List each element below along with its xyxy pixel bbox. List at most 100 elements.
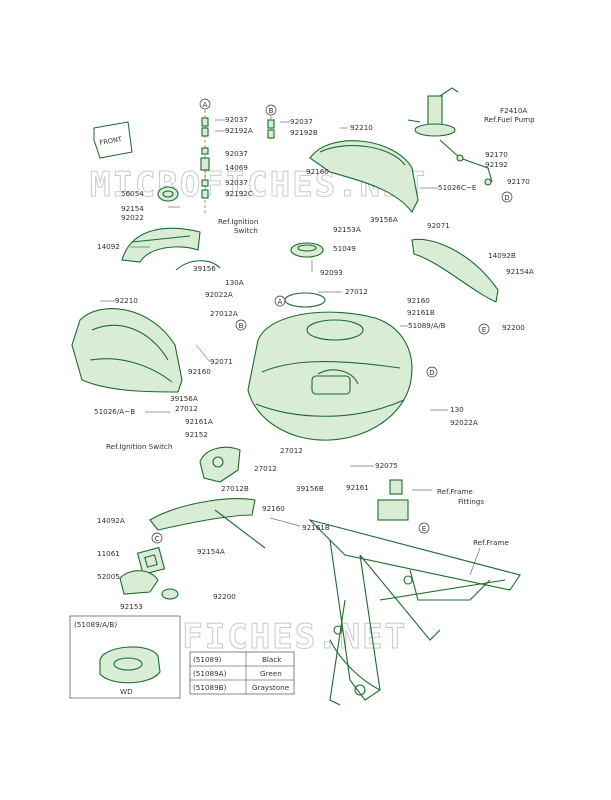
frame [308,518,521,706]
cover-14092b [411,238,499,303]
part-labels: 92037 92192A 92037 14069 92037 92192C 92… [94,115,535,611]
label-27012: 27012 [254,464,277,473]
color-code: (51089B) [193,683,227,692]
svg-text:E: E [482,326,486,334]
callout-e-frame: E [418,522,430,534]
label-14092: 14092 [97,242,120,251]
label-92192c: 92192C [225,189,253,198]
label-92170: 92170 [507,177,530,186]
callout-e-right: E [478,323,490,335]
cover-14092 [121,227,201,263]
label-92200: 92200 [213,592,236,601]
fuel-pump-icon [407,87,493,186]
hose-assembly-b [267,116,275,140]
label-14092b: 14092B [488,251,516,260]
callout-a-tank: A [274,295,286,307]
label-130: 130 [450,405,464,414]
label-92037: 92037 [225,115,248,124]
label-39156a: 39156A [170,394,198,403]
label-11061: 11061 [97,549,120,558]
inset-caption: WD [120,687,133,696]
svg-text:D: D [504,194,509,202]
label-92161a: 92161A [185,417,213,426]
label-92153a: 92153A [333,225,361,234]
callout-a-top: A [199,98,211,110]
label-92037: 92037 [290,117,313,126]
svg-text:B: B [239,322,244,330]
upper-cover-right [309,140,419,214]
grommet-56054 [157,186,179,202]
label-92170: 92170 [485,150,508,159]
label-92200: 92200 [502,323,525,332]
label-92160: 92160 [262,504,285,513]
label-92161b: 92161B [302,523,330,532]
color-name: Black [262,655,282,664]
label-fittings: Fittings [458,497,484,506]
label-92022a: 92022A [450,418,478,427]
label-39156: 39156 [193,264,216,273]
label-27012: 27012 [345,287,368,296]
label-51026c-e: 51026C~E [438,183,477,192]
label-27012: 27012 [280,446,303,455]
label-92075: 92075 [375,461,398,470]
bracket-92161 [377,479,409,521]
front-label: FRONT [99,135,124,147]
label-27012: 27012 [175,404,198,413]
label-ref-fuel-pump: Ref.Fuel Pump [484,115,535,124]
label-27012b: 27012B [221,484,249,493]
label-27012a: 27012A [210,309,238,318]
callout-b-tank: B [235,319,247,331]
label-switch: Switch [234,226,258,235]
label-51089ab: 51089/A/B [408,321,446,330]
label-51026a-b: 51026/A~B [94,407,135,416]
label-92071: 92071 [427,221,450,230]
label-92071: 92071 [210,357,233,366]
label-130a: 130A [225,278,244,287]
label-56054: 56054 [121,189,144,198]
filler-cap [290,242,324,258]
label-14092a: 14092A [97,516,125,525]
label-52005: 52005 [97,572,120,581]
label-92192a: 92192A [225,126,253,135]
seal-39156 [175,260,221,271]
label-14069: 14069 [225,163,248,172]
label-ref-ignition-switch: Ref.Ignition Switch [106,442,172,451]
color-name: Green [260,669,282,678]
label-92154a: 92154A [197,547,225,556]
callout-c-left: C [151,532,163,544]
cover-52005 [119,570,179,600]
label-39156a: 39156A [370,215,398,224]
svg-text:B: B [269,107,274,115]
label-92153: 92153 [120,602,143,611]
svg-text:E: E [422,525,426,533]
svg-text:A: A [203,101,208,109]
label-92152: 92152 [185,430,208,439]
gasket-11061 [136,546,166,576]
label-ref-frame: Ref.Frame [473,538,509,547]
label-92160: 92160 [188,367,211,376]
figure-code: F2410A [500,106,527,115]
label-92037: 92037 [225,149,248,158]
label-92093: 92093 [320,268,343,277]
callout-b-top: B [265,104,277,116]
label-92192b: 92192B [290,128,318,137]
label-39156b: 39156B [296,484,324,493]
ignition-switch [199,446,241,483]
label-92037: 92037 [225,178,248,187]
label-ref-frame-fittings: Ref.Frame [437,487,473,496]
label-92210: 92210 [115,296,138,305]
front-arrow-icon: FRONT [93,121,133,159]
label-92161b: 92161B [407,308,435,317]
color-name: Graystone [252,683,290,692]
label-92154: 92154 [121,204,144,213]
label-92154a: 92154A [506,267,534,276]
label-92022: 92022 [121,213,144,222]
color-table: (51089) Black (51089A) Green (51089B) Gr… [189,651,295,695]
label-92192: 92192 [485,160,508,169]
label-92022a: 92022A [205,290,233,299]
fuel-tank [247,292,413,441]
inset-title: (51089/A/B) [74,620,117,629]
cover-14092a [149,498,266,549]
side-cover-left [71,308,183,393]
